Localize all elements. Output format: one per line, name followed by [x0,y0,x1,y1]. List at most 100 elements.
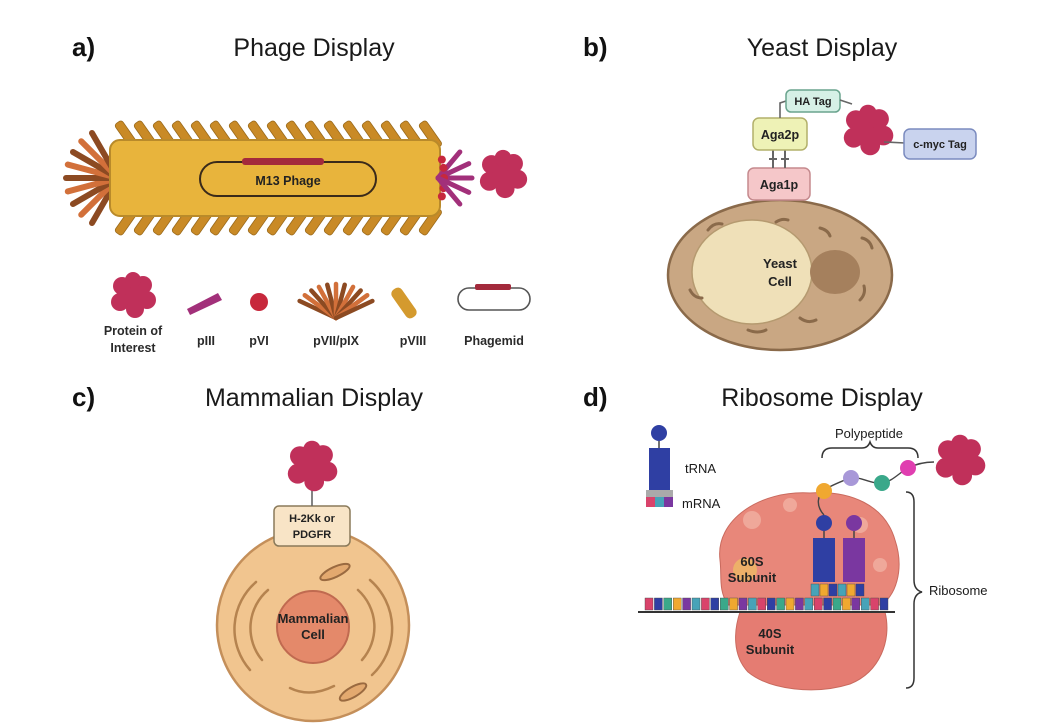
mrna-base [785,597,795,611]
mrna-base [701,597,710,611]
mrna-base [673,597,682,611]
mrna-base [738,597,748,611]
cmyc-tag-label: c-myc Tag [913,139,967,151]
piii-right-cap [435,149,475,207]
piii-rod [435,175,463,207]
phage-legend: Protein of Interest pIII pVI pVII/pIX pV… [104,272,531,355]
aga-disulfide-bonds [769,150,789,168]
mrna-base [710,597,719,611]
legend-pvi-label: pVI [249,334,268,348]
pvi-dot [439,163,448,172]
mrna-base [729,597,738,611]
mrna-base [823,597,832,611]
phage-protein-of-interest [479,149,528,199]
aga2p-label: Aga2p [761,128,800,142]
polypeptide-label: Polypeptide [835,426,903,441]
legend-protein-label-line1: Protein of [104,324,163,338]
ribosome-40s-label-line1: 40S [758,626,781,641]
legend-phagemid-band [475,284,511,290]
legend-protein-label-line2: Interest [110,341,156,355]
mrna-base [644,597,654,611]
mrna-base [879,597,889,611]
legend-piii-label: pIII [197,334,215,348]
yeast-nucleus [810,250,860,294]
mrna-base [757,597,766,611]
cmyc-tag-box [903,128,977,160]
mammalian-protein-of-interest [287,440,338,492]
panel-d-ribosome-display: d) Ribosome Display tRNA mRNA 60S S [583,382,988,691]
trna-label: tRNA [685,461,716,476]
polypeptide-aa-3 [874,475,890,491]
ribosome-brace [905,491,923,689]
panel-b-letter: b) [583,32,608,62]
mrna-base [842,597,851,611]
mammalian-nucleus [276,590,350,664]
yeast-organelles [688,217,874,334]
legend-pvi-icon [250,293,268,311]
mammalian-mitochondria [319,562,368,702]
mrna-base [870,597,879,611]
ha-protein-linker [839,99,853,105]
mrna-base [691,597,701,611]
ribosome-label: Ribosome [929,583,988,598]
aga1p-box [747,167,811,201]
ha-tag-label: HA Tag [794,96,831,108]
mrna-base [861,597,870,611]
mrna-base [720,597,729,611]
polypeptide-aa-2 [843,470,859,486]
yeast-protein-of-interest [843,104,894,156]
anticodon-base [846,583,856,597]
mammalian-er-membranes [233,578,394,694]
phagemid-band [242,158,324,165]
aga2p-ha-linker [779,100,787,118]
mrna-base [654,597,663,611]
panel-a-phage-display: a) Phage Display M13 Phage Protein of In… [63,32,531,355]
ribosome-60s-label-line1: 60S [740,554,763,569]
panel-d-title: Ribosome Display [721,384,923,412]
anticodon-base [855,583,865,597]
mrna-strand [638,583,895,613]
pvi-dot [437,192,446,201]
mrna-base [814,597,823,611]
legend-piii-icon [187,293,222,315]
ribosome-trnas [813,515,865,582]
ribosome-40s-label-line2: Subunit [746,642,795,657]
mrna-base [767,597,776,611]
ha-tag-box [785,89,841,113]
anticodon-base [819,583,829,597]
yeast-cell-label-line2: Cell [768,274,792,289]
legend-phagemid-icon [457,287,531,311]
panel-c-mammalian-display: c) Mammalian Display Mammalian Cell H-2K… [72,382,424,723]
mammalian-cell-label-line2: Cell [301,627,325,642]
aga1p-label: Aga1p [760,178,799,192]
legend-pvii-pix-label: pVII/pIX [313,334,360,348]
mrna-label: mRNA [682,496,721,511]
ribosome-40s-subunit [735,611,888,691]
legend-protein-icon [111,272,156,318]
mrna-base [748,597,757,611]
panel-a-letter: a) [72,32,95,62]
polypeptide-aa-1 [816,483,832,499]
ribosome-60s-subunit [719,492,900,606]
yeast-vacuole [691,219,813,325]
panel-b-yeast-display: b) Yeast Display Yeast Cell Aga1p [583,32,977,352]
legend-phagemid-label: Phagemid [464,334,524,348]
anticodon-base [837,583,847,597]
mrna-base [795,597,804,611]
ribosome-60s-label-line2: Subunit [728,570,777,585]
mrna-base [804,597,813,611]
panel-c-letter: c) [72,382,95,412]
mrna-base [776,597,785,611]
panel-b-title: Yeast Display [747,34,898,62]
legend-pviii-label: pVIII [400,334,426,348]
anticodon-base [810,583,820,597]
mrna-base [682,597,691,611]
anticodon-base [828,583,838,597]
protein-cmyc-linker [883,141,906,144]
polypeptide-brace [821,439,919,459]
panel-d-letter: d) [583,382,608,412]
pvi-dot [437,155,446,164]
yeast-cell-label-line1: Yeast [763,256,798,271]
panel-c-title: Mammalian Display [205,384,424,412]
